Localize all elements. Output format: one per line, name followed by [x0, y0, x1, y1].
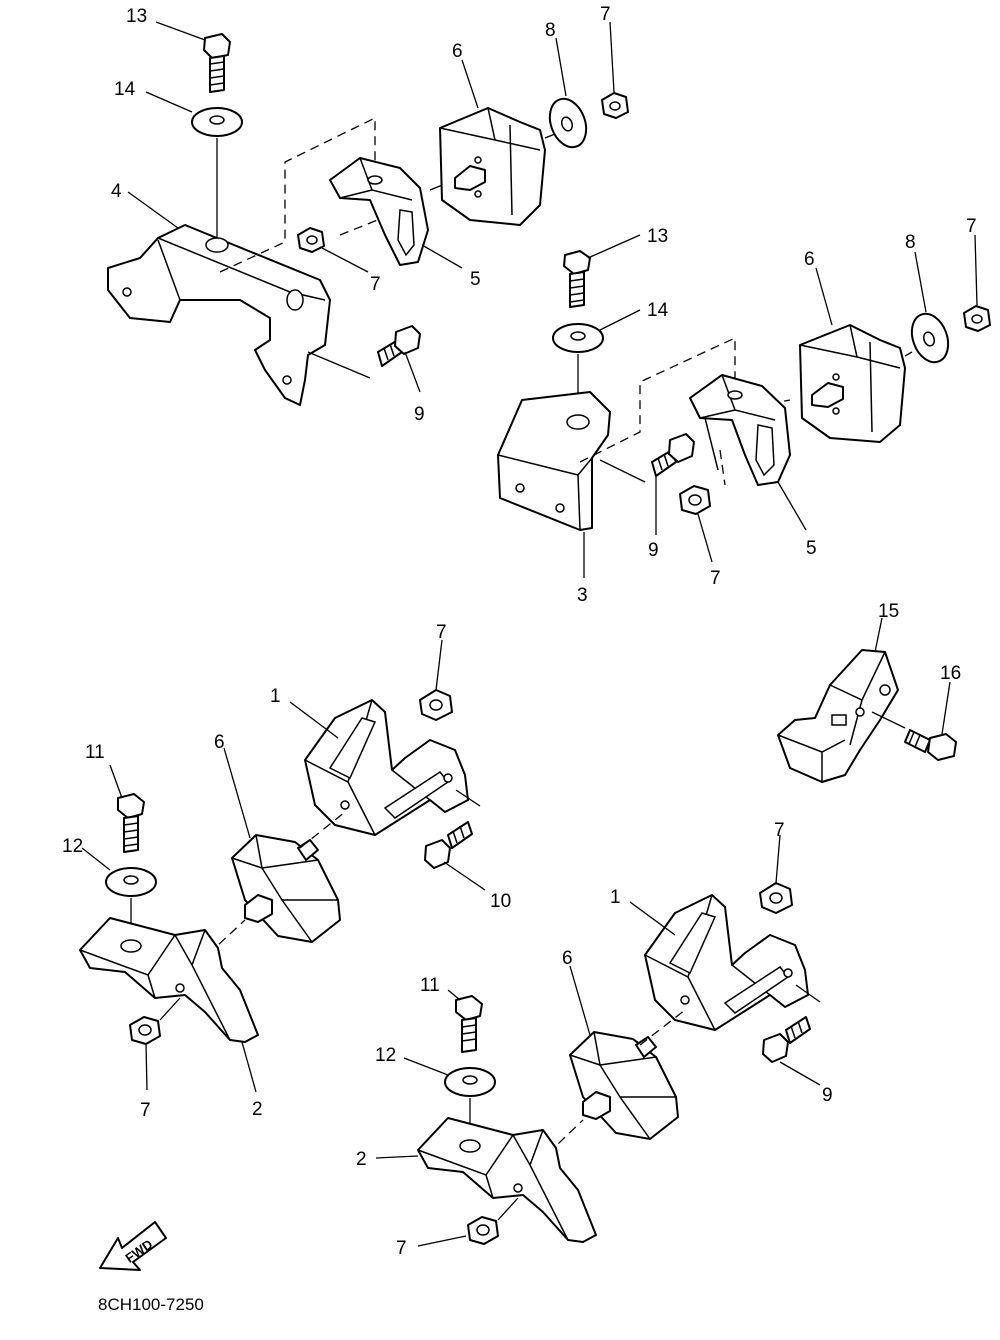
rubber-damper-6-top-right — [799, 324, 906, 443]
washer-8-top-right — [910, 312, 950, 364]
rubber-damper-6-bottom-right — [569, 1031, 679, 1140]
washer-12-middle-left — [105, 867, 157, 897]
callout-7-middle-left-upper: 7 — [436, 622, 447, 643]
flange-bolt-10 — [424, 821, 473, 869]
callout-2-middle-left: 2 — [252, 1099, 263, 1120]
callout-8-top-right: 8 — [905, 232, 916, 253]
flange-nut-7-middle-left-upper — [419, 689, 453, 721]
callout-6-middle-left: 6 — [214, 732, 225, 753]
callout-7-top-left-outer: 7 — [600, 4, 611, 25]
callout-9-top-right: 9 — [648, 540, 659, 561]
washer-14-top-left — [191, 107, 243, 137]
callout-2-bottom-right: 2 — [356, 1149, 367, 1170]
flange-bolt-13-top-right — [563, 250, 591, 308]
callout-7-bottom-right-upper: 7 — [774, 820, 785, 841]
washer-14-top-right — [552, 323, 604, 353]
callout-11-middle-left: 11 — [85, 742, 105, 763]
bracket-2-middle-left — [79, 917, 259, 1043]
callout-3: 3 — [577, 585, 588, 606]
bracket-3 — [497, 391, 611, 531]
callout-4: 4 — [111, 181, 122, 202]
bracket-2-bottom-right — [417, 1117, 597, 1243]
callout-5-top-right: 5 — [806, 538, 817, 559]
callout-13-top-left: 13 — [126, 6, 147, 27]
bracket-15 — [777, 649, 899, 783]
callout-1-bottom-right: 1 — [610, 887, 621, 908]
diagram-code: 8CH100-7250 — [98, 1295, 204, 1314]
washer-12-bottom-right — [444, 1067, 496, 1097]
callout-1-middle-left: 1 — [270, 686, 281, 707]
callout-7-top-left-inner: 7 — [370, 274, 381, 295]
callout-7-middle-left-lower: 7 — [140, 1100, 151, 1121]
callout-11-bottom-right: 11 — [420, 975, 440, 996]
callout-13-top-right: 13 — [647, 226, 668, 247]
flange-nut-7-top-right-outer — [963, 305, 991, 332]
flange-bolt-11-bottom-right — [455, 995, 483, 1053]
callout-layer: 13 14 4 6 8 7 7 5 9 13 14 6 8 7 9 7 5 3 — [62, 4, 978, 1259]
flange-nut-7-top-left-outer — [601, 92, 629, 119]
washer-8-top-left — [548, 97, 588, 149]
rubber-damper-6-top-left — [439, 107, 546, 226]
callout-8-top-left: 8 — [545, 20, 556, 41]
bracket-4 — [107, 224, 331, 406]
flange-nut-7-top-left-inner — [297, 227, 325, 253]
flange-bolt-11-middle-left — [117, 793, 145, 853]
callout-7-bottom-right-lower: 7 — [396, 1238, 407, 1259]
callout-6-top-left: 6 — [452, 41, 463, 62]
callout-6-top-right: 6 — [804, 249, 815, 270]
callout-10: 10 — [490, 891, 511, 912]
callout-9-bottom-right: 9 — [822, 1085, 833, 1106]
callout-15: 15 — [878, 601, 899, 622]
callout-9-top-left: 9 — [414, 404, 425, 425]
callout-5-top-left: 5 — [470, 269, 481, 290]
callout-16: 16 — [940, 663, 961, 684]
fwd-direction-arrow-icon: FWD — [99, 1221, 167, 1271]
flange-bolt-9-bottom-right — [762, 1016, 811, 1063]
flange-nut-7-top-right-inner — [679, 485, 711, 515]
callout-14-top-left: 14 — [114, 79, 136, 100]
flange-bolt-13-top-left — [203, 33, 231, 93]
callout-7-top-right-inner: 7 — [710, 568, 721, 589]
callout-7-top-right-outer: 7 — [966, 216, 977, 237]
callout-12-bottom-right: 12 — [375, 1045, 396, 1066]
bracket-5-top-right — [689, 374, 791, 486]
rubber-damper-6-middle-left — [231, 834, 341, 943]
flange-nut-7-bottom-right-upper — [759, 882, 793, 914]
flange-nut-7-bottom-right-lower — [467, 1216, 499, 1245]
bracket-1-middle-left — [304, 699, 469, 836]
flange-bolt-9-top-right — [651, 433, 695, 477]
bracket-1-bottom-right — [644, 894, 809, 1031]
flange-bolt-16 — [904, 729, 957, 761]
callout-12-middle-left: 12 — [62, 836, 83, 857]
flange-nut-7-middle-left-lower — [129, 1016, 161, 1045]
callout-14-top-right: 14 — [647, 300, 669, 321]
flange-bolt-9-top-left — [377, 325, 421, 367]
bracket-5-top-left — [329, 157, 429, 266]
callout-6-bottom-right: 6 — [562, 948, 573, 969]
